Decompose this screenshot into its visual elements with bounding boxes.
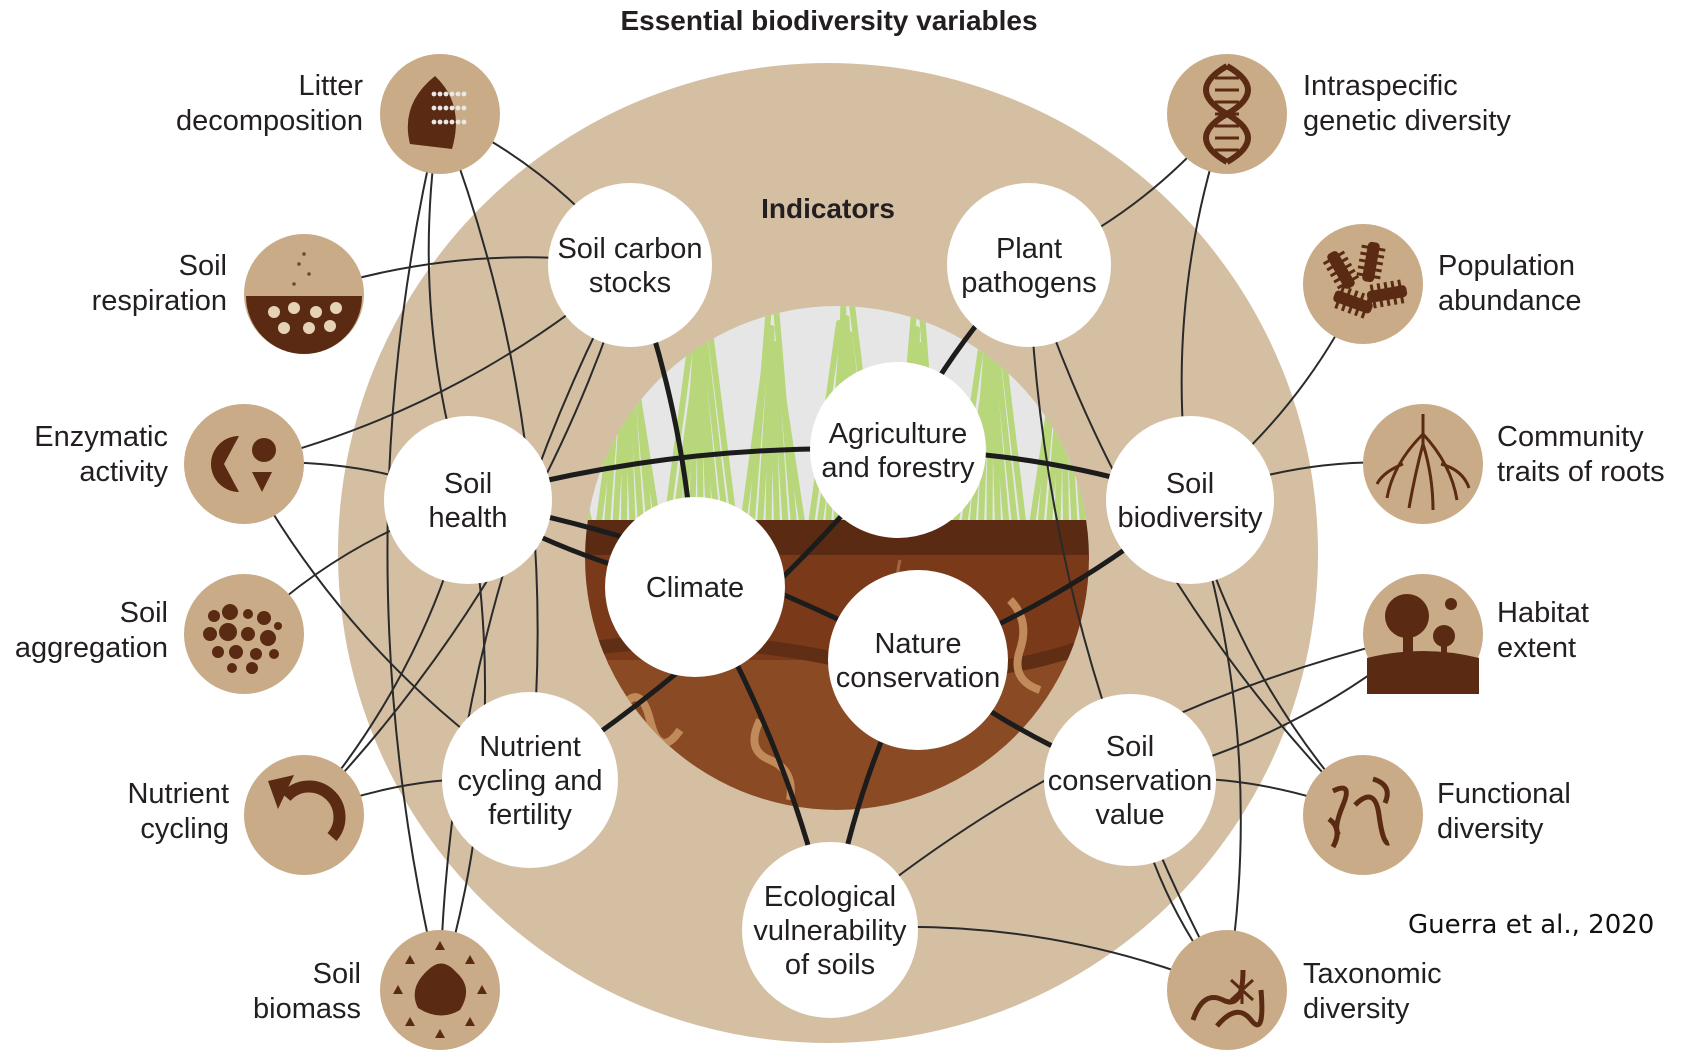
indicator-label: pathogens [961,267,1096,299]
indicator-label: Ecological [764,881,896,913]
indicator-circle [810,362,986,538]
ebv-label: biomass [253,993,361,1025]
ebv-roots: Communitytraits of roots [1363,404,1665,524]
indicator-label: of soils [785,949,875,981]
indicator-label: vulnerability [753,915,907,947]
ebv-label: respiration [92,285,227,317]
indicator-label: Soil carbon [557,233,702,265]
citation: Guerra et al., 2020 [1408,910,1654,940]
indicator-label: stocks [589,267,671,299]
ebv-icon-circle [1167,930,1287,1050]
ebv-label: Soil [313,958,361,990]
indicator-label: conservation [1048,765,1212,797]
ebv-label: Intraspecific [1303,70,1458,102]
indicator-label: conservation [836,662,1000,694]
ebv-label: Population [1438,250,1575,282]
indicator-label: Nature [874,628,961,660]
indicator-label: fertility [488,799,572,831]
grass-blade [769,328,772,525]
grass-blade [990,356,991,525]
ebv-label: traits of roots [1497,456,1665,488]
ebv-label: diversity [1437,813,1544,845]
indicator-label: Soil [1106,731,1154,763]
indicator-label: value [1095,799,1164,831]
indicator-circle [828,570,1008,750]
ebv-label: cycling [140,813,229,845]
ebv-label: aggregation [15,632,168,664]
indicator-label: Soil [444,468,492,500]
ebv-label: Soil [120,597,168,629]
ebv-label: Habitat [1497,597,1589,629]
ebv-respiration: Soilrespiration [92,234,364,354]
ebv-label: extent [1497,632,1576,664]
ebv-label: decomposition [176,105,363,137]
ebv-label: Litter [299,70,364,102]
indicator-circle [548,183,712,347]
indicator-label: biodiversity [1117,502,1263,534]
indicator-carbon: Soil carbonstocks [548,183,712,347]
indicator-label: Nutrient [479,731,581,763]
ebv-label: Community [1497,421,1644,453]
ebv-label: Nutrient [127,778,229,810]
ebv-genetic: Intraspecificgenetic diversity [1167,54,1511,174]
indicator-label: Plant [996,233,1062,265]
indicator-circle [1106,416,1274,584]
indicator-label: health [428,502,507,534]
ebv-icon-circle [184,404,304,524]
ebv-label: Enzymatic [34,421,168,453]
indicator-label: Agriculture [829,418,968,450]
ebv-icon-circle [244,755,364,875]
indicator-label: and forestry [821,452,975,484]
indicator-label: cycling and [457,765,602,797]
diagram-title: Essential biodiversity variables [620,5,1037,36]
ebv-label: activity [79,456,168,488]
ebv-label: Soil [179,250,227,282]
indicator-circle [947,183,1111,347]
ebv-icon-circle [1303,224,1423,344]
ebv-icon-circle [1303,755,1423,875]
ebv-label: genetic diversity [1303,105,1511,137]
ebv-label: Functional [1437,778,1571,810]
indicators-heading: Indicators [761,193,895,224]
indicator-label: Soil [1166,468,1214,500]
indicator-climate: Climate [605,497,785,677]
ebv-label: abundance [1438,285,1582,317]
ebv-label: Taxonomic [1303,958,1442,990]
indicator-circle [384,416,552,584]
ebv-label: diversity [1303,993,1410,1025]
indicator-label: Climate [646,572,744,604]
